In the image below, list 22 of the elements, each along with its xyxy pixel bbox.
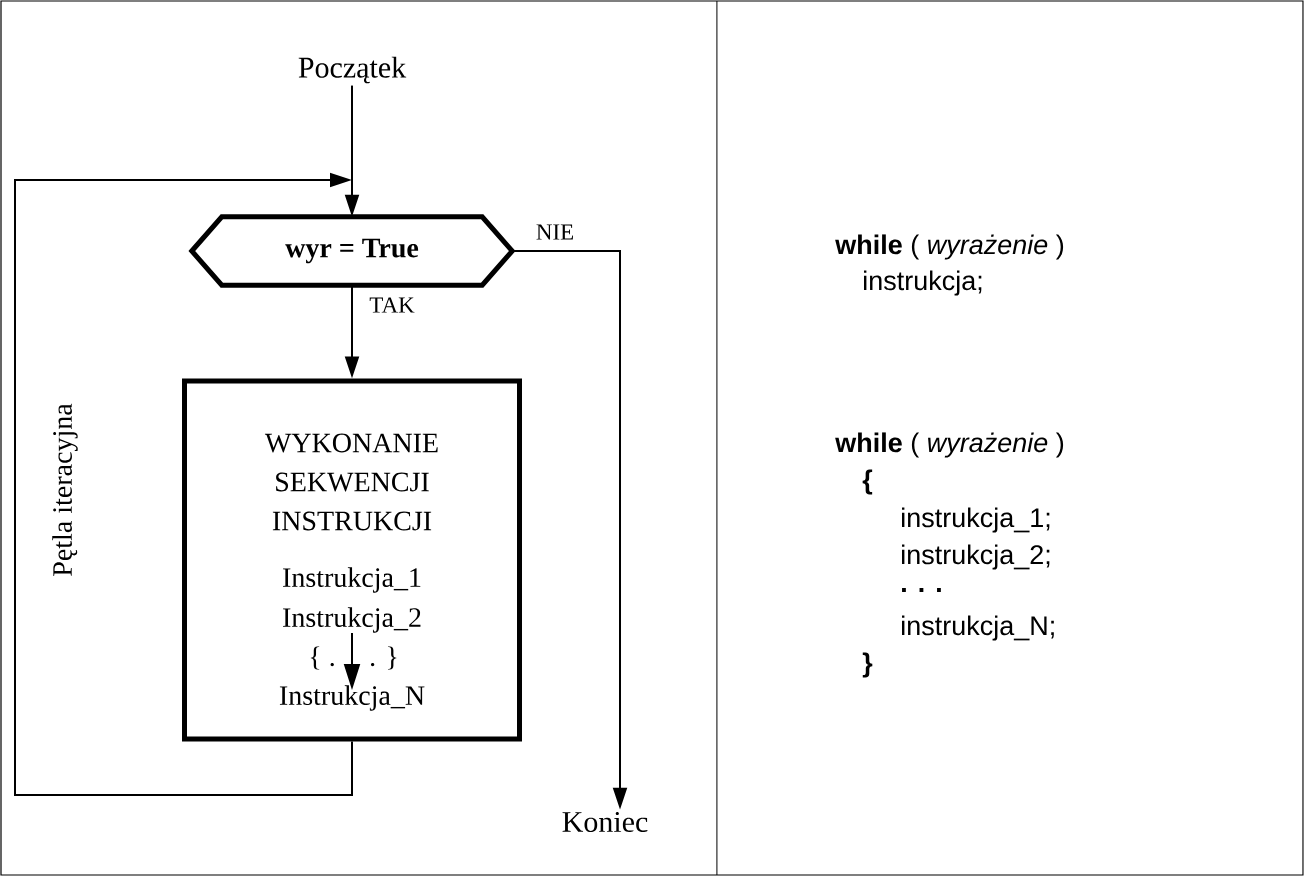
code-line: instrukcja_2; bbox=[902, 544, 1050, 570]
edge-label: Pętla iteracyjna bbox=[51, 402, 79, 578]
node-label: Instrukcja_N bbox=[279, 685, 425, 711]
code-line: { bbox=[862, 469, 873, 495]
code-line: while ( wyrażenie ) bbox=[835, 234, 1064, 260]
node-label: { . bbox=[310, 646, 334, 670]
code-line: instrukcja_1; bbox=[902, 507, 1050, 533]
node-label: WYKONANIE SEKWENCJI INSTRUKCJI bbox=[264, 433, 438, 531]
arrow bbox=[14, 172, 353, 796]
code-line: instrukcja; bbox=[864, 270, 982, 296]
code-line: . . . bbox=[902, 588, 941, 592]
code-line: instrukcja_N; bbox=[902, 615, 1054, 641]
node-label: . } bbox=[370, 646, 397, 670]
process-box: WYKONANIE SEKWENCJI INSTRUKCJI Instrukcja_1 Instrukcja_2 { . . } Instrukcja_N bbox=[182, 378, 522, 742]
edge-label: NIE bbox=[534, 223, 576, 241]
terminal-text: Koniec bbox=[562, 811, 648, 833]
node-label: Instrukcja_1 bbox=[283, 567, 421, 593]
edge-label: TAK bbox=[368, 296, 416, 314]
node-label: Instrukcja_2 bbox=[283, 607, 421, 633]
terminal-text: Początek bbox=[298, 56, 407, 84]
code-line: while ( wyrażenie ) bbox=[835, 432, 1064, 458]
code-line: } bbox=[862, 652, 873, 678]
